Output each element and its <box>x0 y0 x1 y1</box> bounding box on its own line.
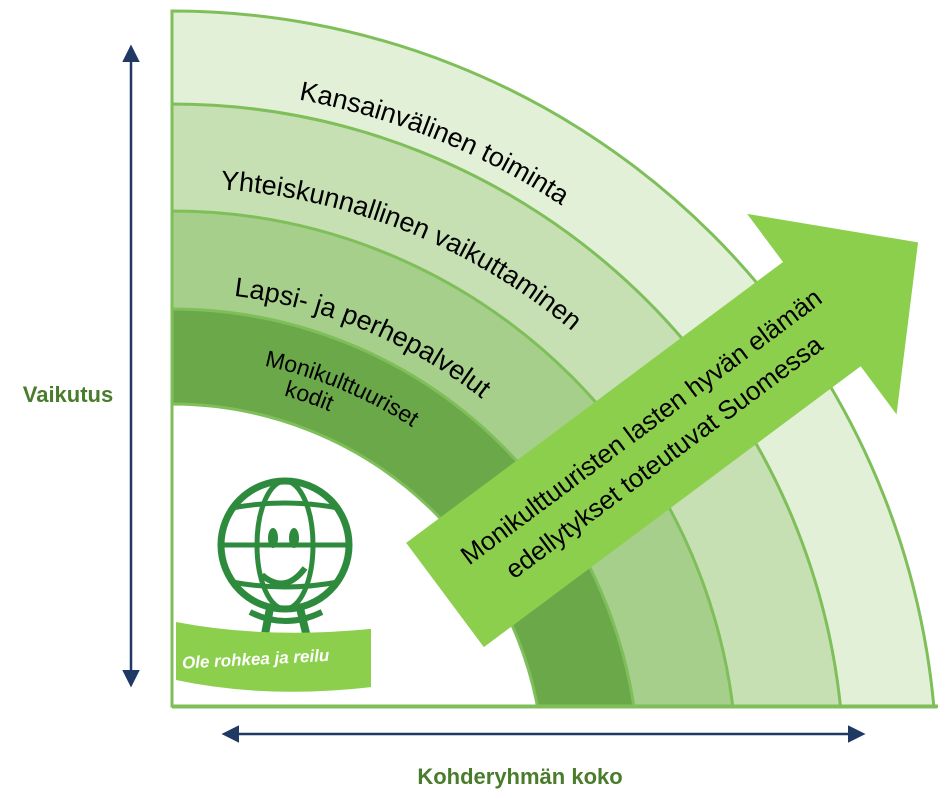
logo-banner: Ole rohkea ja reilu <box>176 622 371 692</box>
globe-mascot-icon <box>217 477 353 651</box>
y-axis-label: Vaikutus <box>23 382 113 407</box>
x-axis-label: Kohderyhmän koko <box>417 764 622 789</box>
